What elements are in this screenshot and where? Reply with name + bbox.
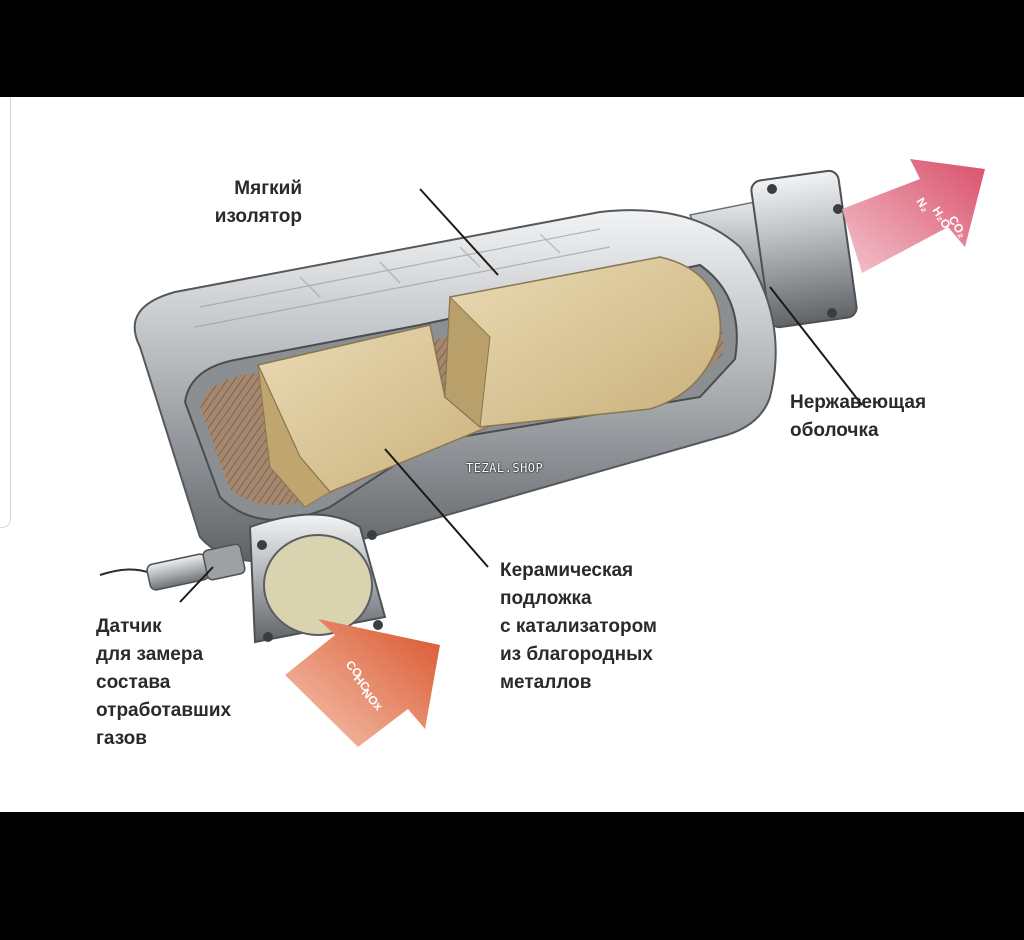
leader-line-insulator — [419, 188, 499, 276]
leader-line-ceramic — [384, 448, 489, 568]
label-line: Мягкий — [234, 178, 302, 199]
label-line: состава — [96, 672, 171, 693]
label-soft-insulator: Мягкий изолятор — [215, 175, 302, 231]
leader-lines — [179, 188, 863, 603]
inlet-flange — [248, 513, 387, 644]
label-line: Нержавеющая — [790, 392, 927, 413]
label-line: подложка — [500, 588, 592, 609]
label-sensor: Датчик для замера состава отработавших г… — [96, 613, 231, 753]
oxygen-sensor — [99, 543, 246, 591]
ceramic-block-rear — [444, 256, 722, 428]
label-steel-shell: Нержавеющая оболочка — [790, 389, 926, 445]
gas-formula: N₂ — [913, 195, 932, 214]
label-line: оболочка — [790, 420, 879, 441]
label-line: изолятор — [214, 206, 302, 227]
outlet-pipe — [688, 169, 858, 329]
label-line: отработавших — [96, 700, 232, 721]
outlet-arrow — [842, 159, 985, 273]
label-line: Керамическая — [500, 560, 634, 581]
label-line: из благородных — [500, 644, 653, 665]
watermark: TEZAL.SHOP — [466, 461, 544, 475]
label-line: с катализатором — [500, 616, 657, 637]
label-ceramic-substrate: Керамическая подложка с катализатором из… — [500, 557, 657, 697]
inlet-arrow — [285, 619, 440, 747]
label-line: Датчик — [96, 616, 162, 637]
label-line: для замера — [96, 644, 204, 665]
label-line: газов — [96, 728, 147, 749]
leader-line-sensor — [179, 566, 214, 603]
label-line: металлов — [500, 672, 592, 693]
leader-line-shell — [769, 286, 863, 406]
